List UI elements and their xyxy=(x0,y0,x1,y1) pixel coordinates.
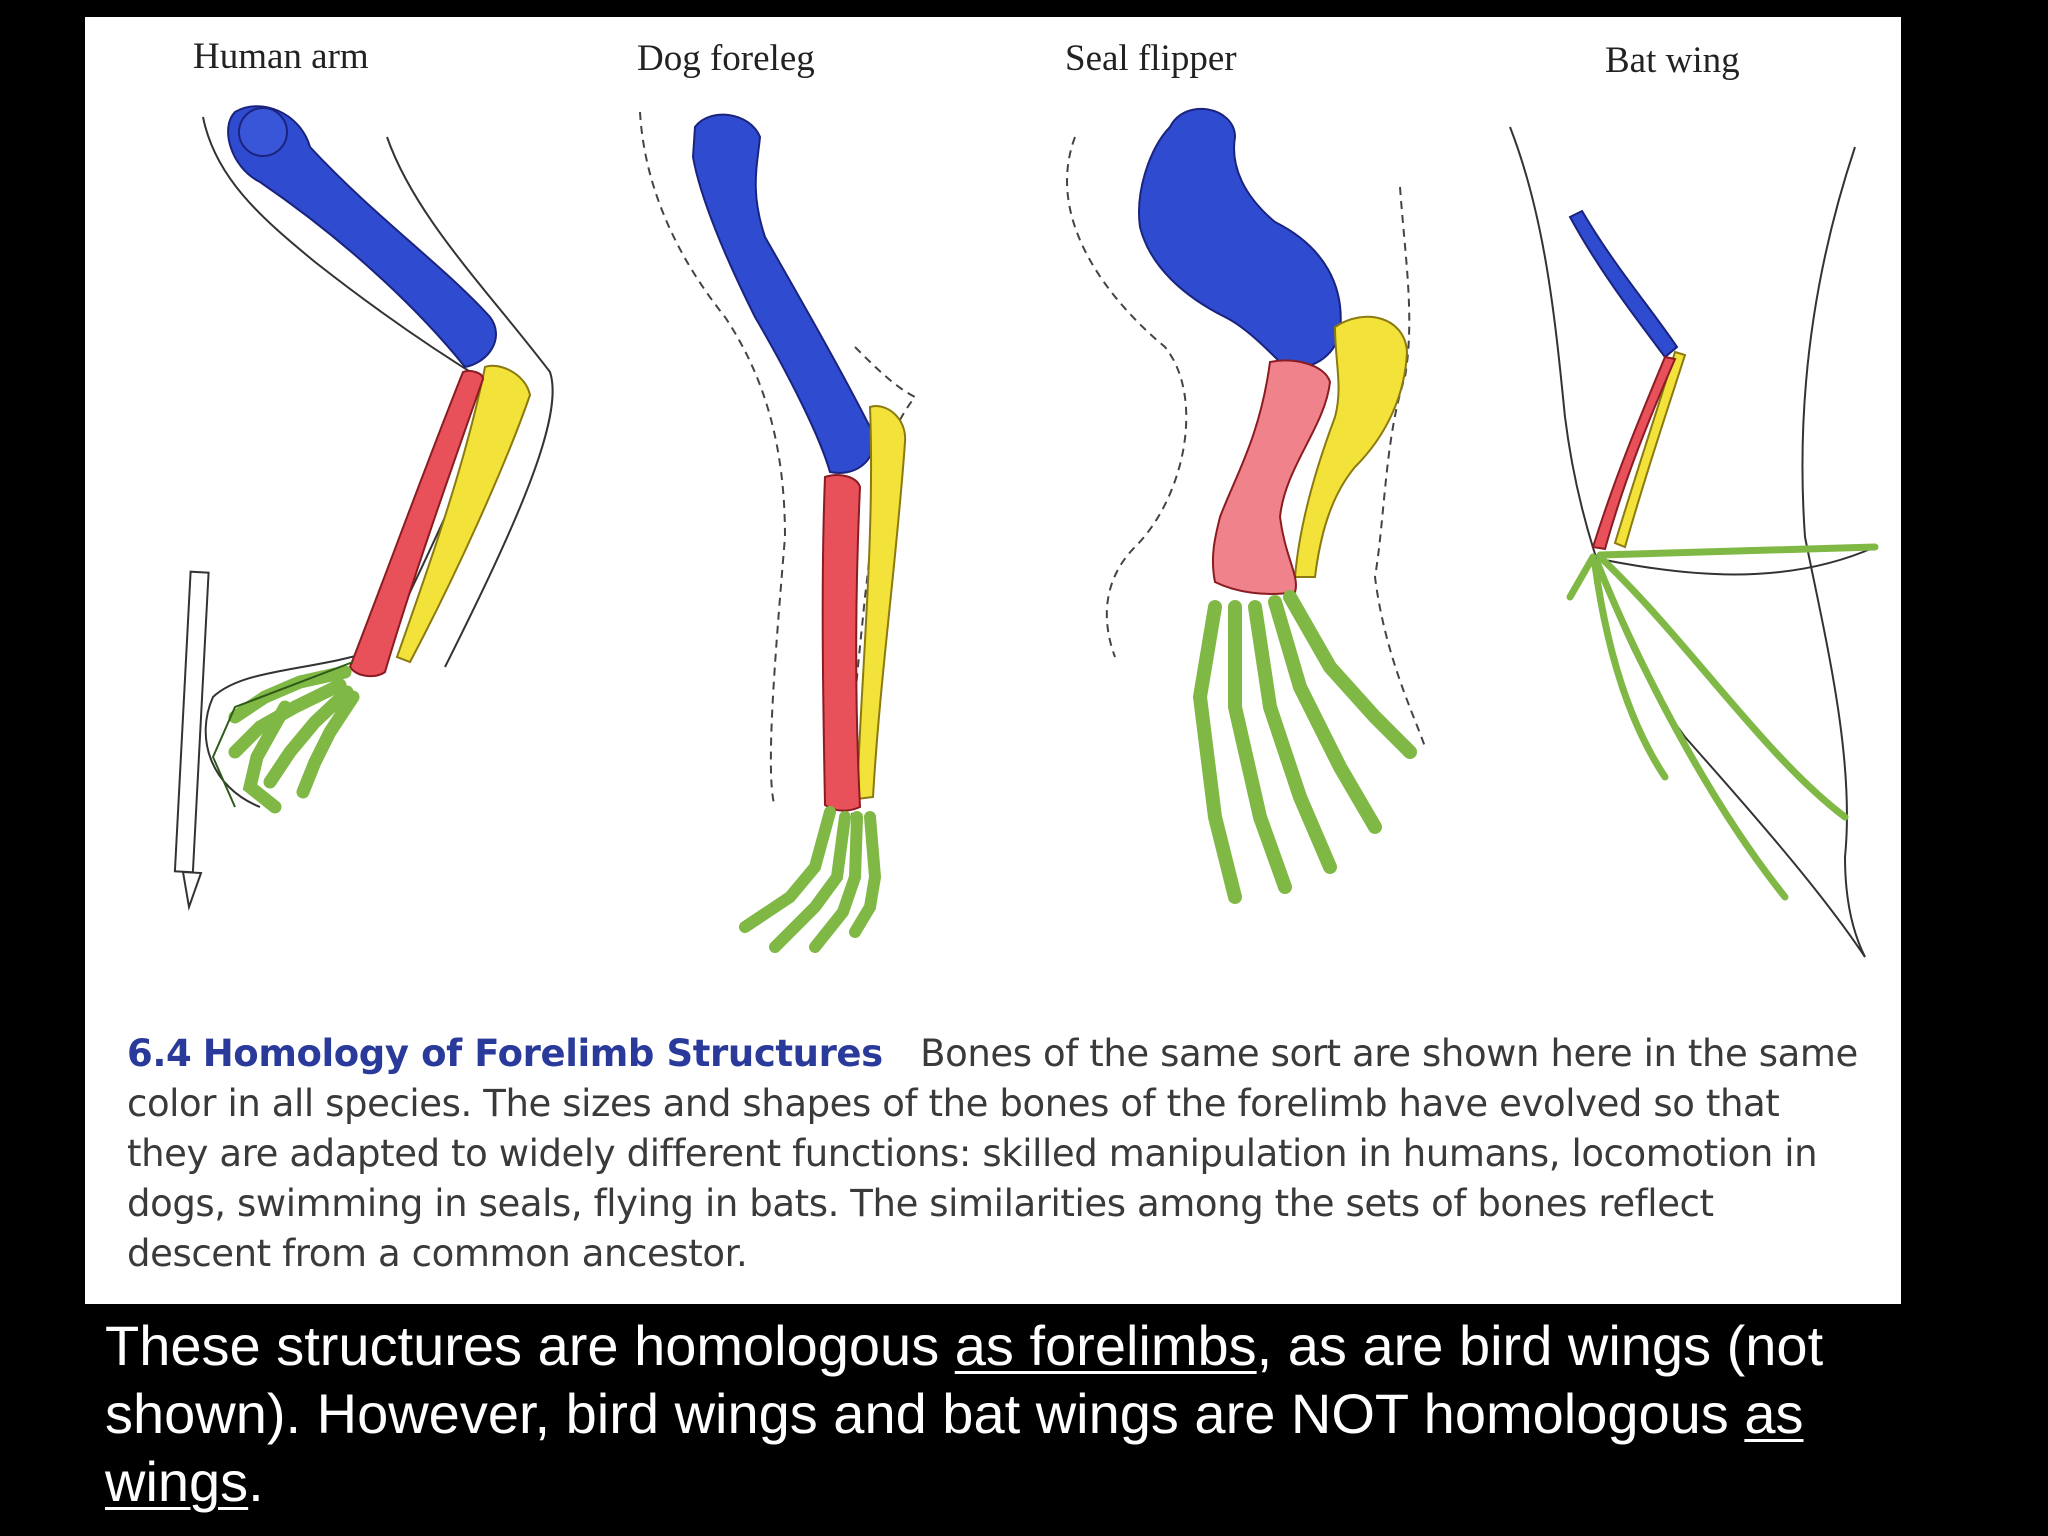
label-seal-flipper: Seal flipper xyxy=(1065,38,1237,79)
bat-finger-bones xyxy=(1566,543,1879,901)
footnote-text-3: . xyxy=(248,1450,264,1513)
dog-humerus xyxy=(691,113,877,474)
human-humeral-head xyxy=(238,107,288,157)
seal-humerus xyxy=(1138,108,1342,369)
bat-wing xyxy=(1509,126,1879,958)
footnote-text-1: These structures are homologous xyxy=(105,1314,955,1377)
human-radius xyxy=(348,369,485,678)
bat-radius xyxy=(1591,355,1677,551)
seal-flipper-bones xyxy=(1192,590,1417,904)
figure-caption: 6.4 Homology of Forelimb Structures Bone… xyxy=(127,1029,1867,1279)
human-hand-bones xyxy=(228,665,360,814)
pencil-icon xyxy=(173,570,210,911)
label-human-arm: Human arm xyxy=(193,36,369,77)
human-arm xyxy=(173,105,554,911)
footnote-underline-forelimbs: as forelimbs xyxy=(954,1314,1257,1377)
seal-radius xyxy=(1211,359,1332,595)
bat-humerus xyxy=(1568,209,1679,359)
label-dog-foreleg: Dog foreleg xyxy=(637,38,815,79)
label-bat-wing: Bat wing xyxy=(1605,40,1740,81)
figure-panel: Human arm Dog foreleg Seal flipper Bat w… xyxy=(85,17,1901,1304)
footnote-underline-wings: as wings xyxy=(105,1382,1804,1513)
bat-ulna xyxy=(1613,350,1687,549)
caption-body: Bones of the same sort are shown here in… xyxy=(127,1032,1858,1275)
human-hand-outline xyxy=(211,661,354,808)
dog-foreleg xyxy=(639,111,917,953)
caption-title: Homology of Forelimb Structures xyxy=(202,1032,883,1075)
caption-number: 6.4 xyxy=(127,1032,192,1075)
seal-flipper xyxy=(1066,108,1426,904)
dog-ulna xyxy=(855,405,907,801)
dog-paw-bones xyxy=(739,806,882,953)
human-humerus xyxy=(227,105,497,369)
seal-ulna xyxy=(1293,315,1409,578)
human-ulna xyxy=(395,364,532,664)
dog-radius xyxy=(821,474,862,812)
forelimb-illustration xyxy=(173,105,1879,958)
footnote-text-2: , as are bird wings (not shown). However… xyxy=(105,1314,1824,1445)
slide-footnote: These structures are homologous as forel… xyxy=(105,1312,1925,1516)
